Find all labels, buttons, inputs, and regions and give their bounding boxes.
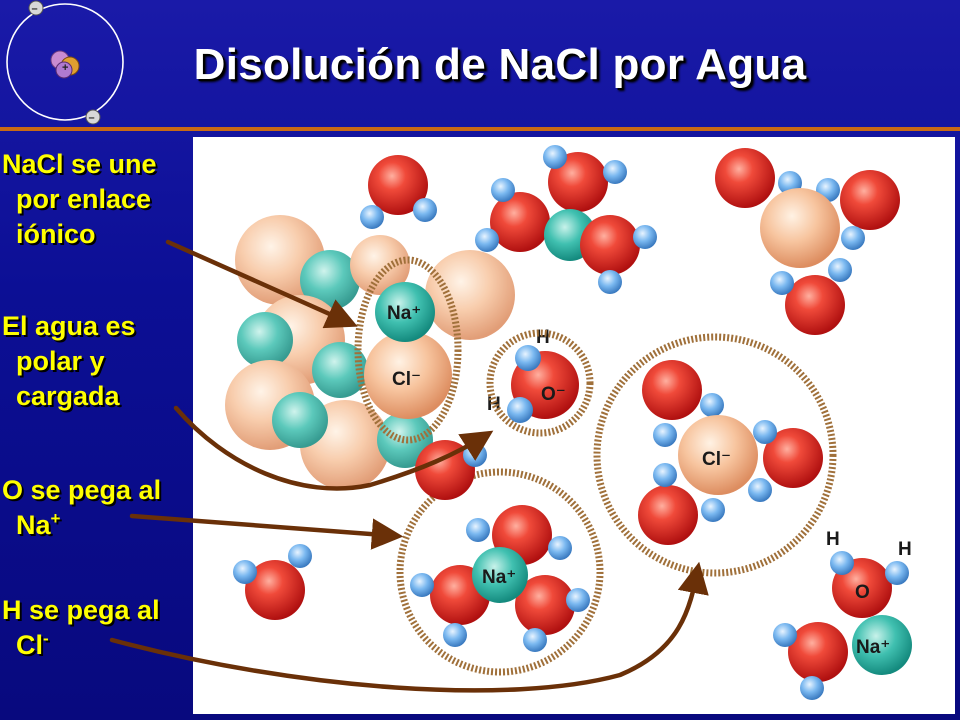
atom-logo-icon: + – –: [6, 0, 124, 125]
nacl-crystal: [225, 215, 515, 490]
hydrated-na-ion: Na⁺: [396, 468, 604, 676]
label-o: O: [855, 582, 870, 603]
annotation-arrows: [109, 239, 709, 693]
svg-text:–: –: [89, 112, 95, 124]
note-line: O se pega al: [2, 475, 162, 505]
charge-superscript: +: [50, 509, 61, 528]
hydrated-cl-ion: Cl⁻: [593, 333, 837, 577]
note-line: NaCl se une: [2, 149, 157, 179]
label-na: Na⁺: [387, 303, 421, 324]
note-o-sticks-na: O se pega al Na+: [2, 473, 161, 543]
ion-pair-na-cl: Na⁺ Cl⁻: [354, 256, 462, 444]
na-water-pair: H H O Na⁺: [826, 529, 912, 675]
label-na: Na⁺: [482, 567, 516, 588]
charge-superscript: -: [43, 629, 49, 648]
free-water-molecules: [233, 145, 900, 700]
note-nacl-ionic: NaCl se une por enlace iónico: [2, 147, 157, 252]
note-line: Na: [16, 510, 51, 540]
label-h: H: [898, 539, 912, 560]
water-molecule-labeled: H H O⁻: [486, 327, 594, 437]
note-h-sticks-cl: H se pega al Cl-: [2, 593, 160, 663]
note-line: cargada: [16, 381, 120, 411]
svg-text:–: –: [32, 3, 38, 15]
note-line: H se pega al: [2, 595, 160, 625]
note-water-polar: El agua es polar y cargada: [2, 309, 136, 414]
label-cl: Cl⁻: [702, 449, 731, 470]
label-h: H: [826, 529, 840, 550]
note-line: por enlace: [16, 184, 152, 214]
label-cl: Cl⁻: [392, 369, 421, 390]
svg-text:+: +: [62, 62, 68, 74]
notes-panel: NaCl se une por enlace iónico El agua es…: [0, 131, 186, 720]
label-o: O⁻: [541, 384, 566, 405]
label-na: Na⁺: [856, 637, 890, 658]
slide-title: Disolución de NaCl por Agua: [193, 40, 807, 89]
note-line: Cl: [16, 630, 43, 660]
note-line: iónico: [16, 219, 96, 249]
note-line: El agua es: [2, 311, 136, 341]
title-divider: [0, 127, 960, 131]
note-line: polar y: [16, 346, 105, 376]
